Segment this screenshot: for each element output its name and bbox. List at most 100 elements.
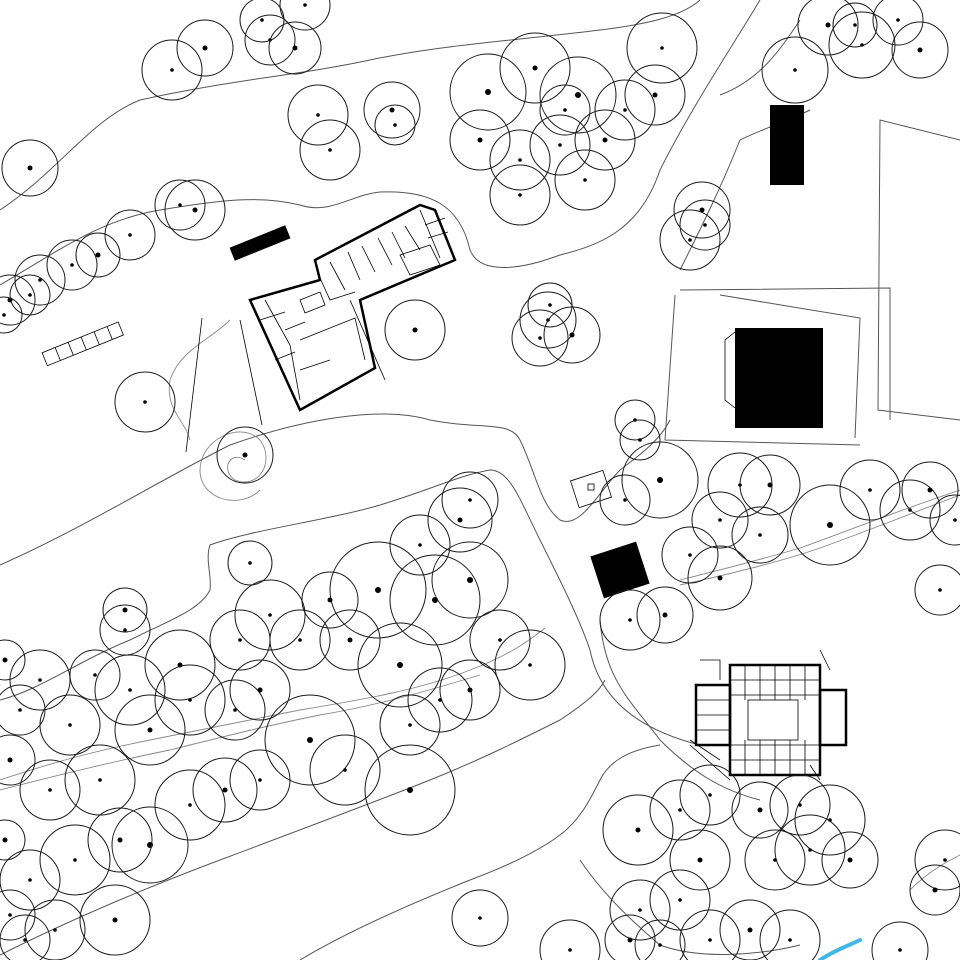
tree-trunk-marker: [485, 89, 491, 95]
tree-trunk-marker: [28, 878, 32, 882]
tree-canopy-icon: [661, 526, 719, 584]
tree-canopy-icon: [929, 494, 960, 546]
tree-canopy-icon: [901, 461, 959, 519]
annex-building: [689, 649, 848, 781]
tree-trunk-marker: [73, 858, 77, 862]
tree-canopy-icon: [0, 734, 36, 786]
tree-canopy-outline: [527, 282, 573, 328]
tree-canopy-outline: [0, 296, 23, 334]
tree-canopy-outline: [659, 209, 721, 271]
annex-west-wing-detail: [689, 699, 730, 761]
tree-canopy-icon: [94, 654, 166, 726]
tree-canopy-icon: [229, 749, 291, 811]
tree-canopy-outline: [489, 164, 551, 226]
tree-trunk-marker: [788, 938, 792, 942]
lower-right-lane: [579, 619, 801, 955]
tree-canopy-icon: [0, 819, 26, 861]
tree-trunk-marker: [68, 723, 72, 727]
main-building-outer-walls: [248, 203, 457, 412]
tree-canopy-icon: [0, 274, 36, 326]
tree-trunk-marker: [298, 638, 302, 642]
tree-canopy-outline: [673, 181, 731, 239]
tree-canopy-icon: [154, 769, 226, 841]
pavilion-detail: [587, 483, 595, 491]
tree-trunk-marker: [703, 223, 707, 227]
tree-canopy-icon: [594, 79, 656, 141]
tree-canopy-outline: [363, 81, 421, 139]
tree-canopy-icon: [364, 744, 456, 836]
tree-canopy-icon: [14, 254, 66, 306]
tree-trunk-marker: [7, 757, 13, 763]
tree-canopy-outline: [914, 564, 960, 616]
tree-canopy-outline: [329, 541, 427, 639]
tree-trunk-marker: [825, 22, 831, 28]
tree-canopy-outline: [279, 0, 331, 31]
right-parcel-edge: [877, 119, 960, 421]
tree-canopy-outline: [264, 694, 356, 786]
tree-canopy-icon: [268, 21, 322, 75]
right-inner-yard-edge: [719, 294, 861, 439]
tree-trunk-marker: [518, 193, 522, 197]
tree-trunk-marker: [98, 778, 102, 782]
tree-trunk-marker: [248, 561, 252, 565]
tree-canopy-outline: [39, 824, 111, 896]
tree-trunk-marker: [418, 543, 422, 547]
tree-canopy-outline: [1, 139, 59, 197]
tree-canopy-icon: [374, 104, 416, 146]
tree-canopy-icon: [719, 899, 781, 960]
tree-canopy-icon: [114, 371, 176, 433]
tree-canopy-outline: [499, 32, 571, 104]
tree-trunk-marker: [767, 482, 773, 488]
tree-canopy-outline: [299, 119, 361, 181]
small-pavilion: [570, 469, 612, 509]
tree-canopy-icon: [527, 282, 573, 328]
tree-canopy-outline: [0, 734, 36, 786]
tree-trunk-marker: [569, 332, 575, 338]
tree-canopy-outline: [24, 899, 86, 960]
tree-canopy-icon: [599, 589, 661, 651]
tree-canopy-outline: [539, 56, 617, 134]
tree-trunk-marker: [257, 687, 263, 693]
tree-canopy-icon: [357, 622, 443, 708]
tree-canopy-outline: [789, 484, 871, 566]
tree-trunk-marker: [260, 18, 264, 22]
tree-canopy-outline: [431, 541, 509, 619]
tree-canopy-outline: [769, 774, 831, 836]
tree-trunk-marker: [258, 778, 262, 782]
tree-trunk-marker: [575, 92, 581, 98]
tree-canopy-outline: [539, 919, 601, 960]
tree-trunk-marker: [518, 158, 522, 162]
tree-trunk-marker: [932, 887, 938, 893]
tree-trunk-marker: [528, 663, 532, 667]
tree-trunk-marker: [53, 928, 57, 932]
main-building-wing-detail: [299, 209, 449, 314]
tree-trunk-marker: [718, 518, 722, 522]
tree-canopy-icon: [319, 609, 381, 671]
tree-canopy-outline: [731, 506, 789, 564]
tree-canopy-icon: [554, 149, 616, 211]
tree-canopy-outline: [0, 684, 46, 736]
tree-trunk-marker: [938, 588, 942, 592]
tree-canopy-icon: [489, 129, 551, 191]
tree-trunk-marker: [717, 575, 723, 581]
tree-canopy-outline: [427, 487, 493, 553]
tree-trunk-marker: [847, 857, 853, 863]
tree-canopy-outline: [449, 109, 511, 171]
tree-canopy-icon: [389, 554, 481, 646]
tree-trunk-marker: [2, 837, 8, 843]
tree-trunk-marker: [896, 18, 900, 22]
tree-canopy-icon: [794, 784, 866, 856]
tree-trunk-marker: [407, 787, 413, 793]
tree-trunk-marker: [953, 518, 957, 522]
tree-canopy-outline: [599, 474, 651, 526]
tree-canopy-icon: [602, 794, 674, 866]
tree-canopy-outline: [9, 274, 51, 316]
tree-canopy-outline: [114, 694, 186, 766]
tree-canopy-outline: [79, 884, 151, 956]
annex-stair: [689, 649, 831, 781]
tree-canopy-outline: [389, 554, 481, 646]
tree-trunk-marker: [38, 278, 42, 282]
tree-trunk-marker: [38, 678, 42, 682]
tree-trunk-marker: [432, 597, 438, 603]
